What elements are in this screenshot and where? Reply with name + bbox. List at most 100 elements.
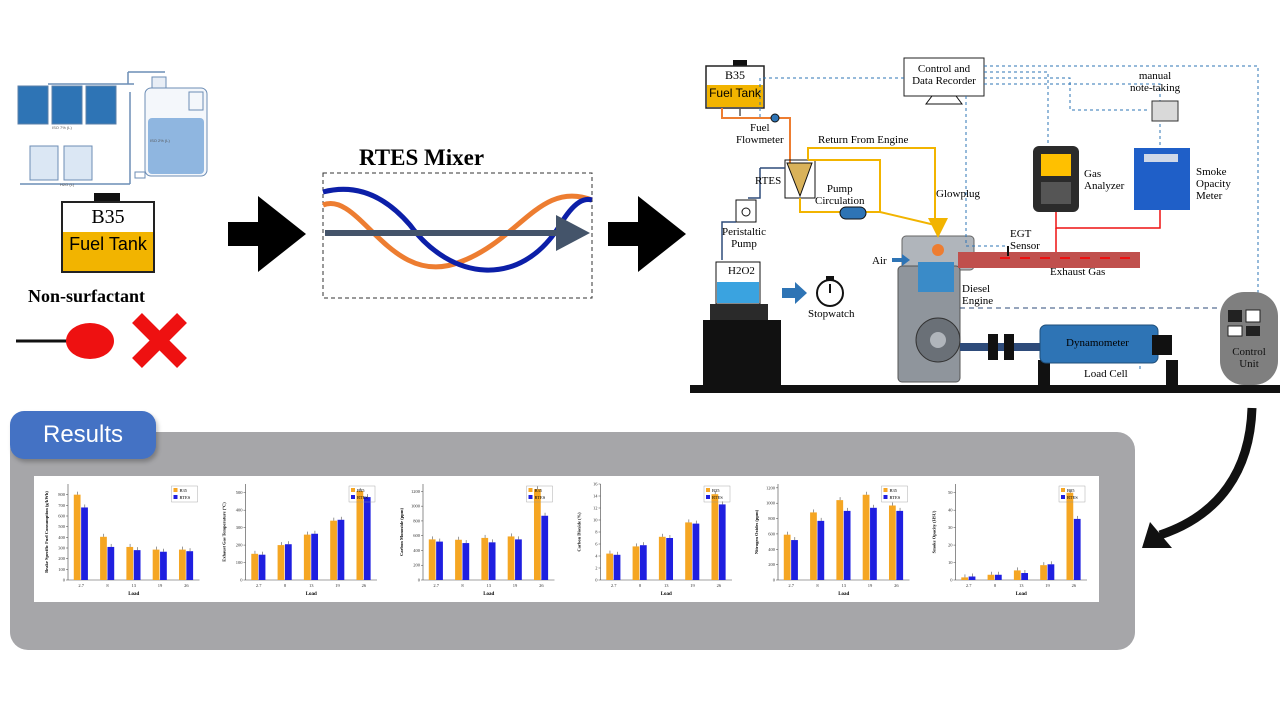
chart-y-label: Brake Specific Fuel Consumption (g/kWh) xyxy=(44,491,49,573)
diesel-engine-icon xyxy=(897,218,975,383)
chart-x-tick-label: 19 xyxy=(868,583,873,588)
chart-x-tick-label: 2.7 xyxy=(433,583,439,588)
non-surfactant-label: Non-surfactant xyxy=(28,286,145,306)
chart-legend-swatch xyxy=(706,488,710,492)
chart-x-tick-label: 13 xyxy=(487,583,492,588)
chart-legend-label: B35 xyxy=(180,488,188,493)
chart-x-tick-label: 2.7 xyxy=(78,583,84,588)
manual-note-label: manual note-taking xyxy=(1130,70,1181,94)
chart-y-tick-label: 400 xyxy=(413,548,421,553)
chart-y-tick-label: 200 xyxy=(58,556,66,561)
chart-bar-b35 xyxy=(330,520,337,580)
tank-right-line1: B35 xyxy=(724,68,745,82)
smoke-meter-label: Smoke Opacity Meter xyxy=(1196,166,1231,202)
chart-bar-rtes xyxy=(1047,564,1055,580)
chart-y-tick-label: 600 xyxy=(768,531,776,536)
air-label: Air xyxy=(872,255,887,267)
chart-legend-box xyxy=(526,485,553,503)
chart-y-tick-label: 0 xyxy=(418,578,421,583)
surfactant-molecule-icon xyxy=(16,323,114,359)
chart-x-label: Load xyxy=(838,592,849,597)
fuel-tank-left-line1: B35 xyxy=(91,206,125,228)
chart-y-tick-label: 100 xyxy=(58,567,66,572)
chart-bar-rtes xyxy=(718,504,726,580)
chart-bar-b35 xyxy=(533,489,541,580)
chart-y-tick-label: 400 xyxy=(58,535,66,540)
chart-y-tick-label: 12 xyxy=(593,506,598,511)
chart-bar-rtes xyxy=(311,533,319,580)
chart-bar-b35 xyxy=(658,536,666,580)
beaker-group-top xyxy=(17,71,165,125)
chart-y-tick-label: 8 xyxy=(595,530,598,535)
chart-y-tick-label: 200 xyxy=(413,563,421,568)
chart-bar-b35 xyxy=(685,522,692,580)
chart-x-tick-label: 26 xyxy=(184,583,189,588)
rtes-mixer-box xyxy=(322,172,593,299)
chart-x-tick-label: 26 xyxy=(539,583,544,588)
chart-x-tick-label: 19 xyxy=(513,583,518,588)
beaker-label-bottom: H2O (L) xyxy=(60,182,75,187)
chart-x-tick-label: 8 xyxy=(639,583,642,588)
chart-x-label: Load xyxy=(483,592,494,597)
chart-x-label: Load xyxy=(661,592,672,597)
chart-x-tick-label: 8 xyxy=(106,583,109,588)
chart-x-tick-label: 26 xyxy=(894,583,899,588)
fuel-tank-left-line2: Fuel Tank xyxy=(69,234,147,254)
chart-x-label: Load xyxy=(1016,592,1027,597)
chart-bar-b35 xyxy=(73,494,81,580)
chart-bar-b35 xyxy=(961,577,969,580)
setup-base-bar xyxy=(690,385,1280,393)
chart-bar-rtes xyxy=(843,510,851,580)
chart-x-tick-label: 8 xyxy=(816,583,819,588)
chart-y-tick-label: 600 xyxy=(413,533,421,538)
chart-bar-b35 xyxy=(277,545,285,580)
diesel-engine-label: Diesel Engine xyxy=(962,283,994,307)
chart-bar-b35 xyxy=(178,549,186,580)
chart-x-label: Load xyxy=(306,592,317,597)
chart-x-tick-label: 2.7 xyxy=(256,583,262,588)
load-cell-label: Load Cell xyxy=(1084,368,1128,380)
chart-y-tick-label: 1200 xyxy=(766,485,776,490)
chart-y-tick-label: 40 xyxy=(948,508,953,513)
chart-bar-rtes xyxy=(1021,573,1029,580)
beaker-label-top-2: ISO 2% (L) xyxy=(150,138,170,143)
chart-legend-swatch xyxy=(528,488,533,492)
chart-y-tick-label: 0 xyxy=(63,578,66,583)
chart-legend-label: RTES xyxy=(1067,495,1078,500)
chart-y-tick-label: 600 xyxy=(58,514,66,519)
chart-x-tick-label: 2.7 xyxy=(788,583,794,588)
peristaltic-pump-label: Peristaltic Pump xyxy=(722,226,766,250)
chart-legend-label: RTES xyxy=(357,495,368,500)
chart-legend-swatch xyxy=(351,488,355,492)
chart-bar-b35 xyxy=(100,536,107,580)
chart-y-tick-label: 20 xyxy=(948,543,953,548)
chart-y-label: Exhaust Gas Temperature (°C) xyxy=(222,502,227,562)
stopwatch-label: Stopwatch xyxy=(808,308,855,320)
chart-y-tick-label: 6 xyxy=(595,542,598,547)
chart-x-tick-label: 8 xyxy=(284,583,287,588)
exhaust-gas-label: Exhaust Gas xyxy=(1050,266,1106,278)
chart-y-tick-label: 14 xyxy=(593,494,598,499)
chart-legend-swatch xyxy=(173,488,178,492)
chart-y-tick-label: 1200 xyxy=(411,489,421,494)
chart-bar-b35 xyxy=(836,500,844,580)
chart-bar-rtes xyxy=(363,497,371,580)
chart-bar-b35 xyxy=(711,494,719,580)
chart-y-tick-label: 1000 xyxy=(766,501,776,506)
chart-bar-b35 xyxy=(152,549,160,580)
chart-bar-b35 xyxy=(356,490,364,580)
chart-bar-rtes xyxy=(515,539,522,580)
rtes-label: RTES xyxy=(755,175,782,187)
chart-y-tick-label: 100 xyxy=(236,560,244,565)
chart-x-tick-label: 13 xyxy=(132,583,137,588)
chart-x-tick-label: 13 xyxy=(309,583,314,588)
chart-bar-rtes xyxy=(258,554,266,580)
chart-bar-rtes xyxy=(791,540,798,580)
chart-bar-b35 xyxy=(862,494,870,580)
beaker-label-top-1: ISO 7% (L) xyxy=(52,125,72,130)
chart-bar-b35 xyxy=(783,534,791,580)
chart-legend-box xyxy=(881,485,908,503)
chart-bar-b35 xyxy=(428,539,436,580)
chart-legend-label: B35 xyxy=(890,488,898,493)
